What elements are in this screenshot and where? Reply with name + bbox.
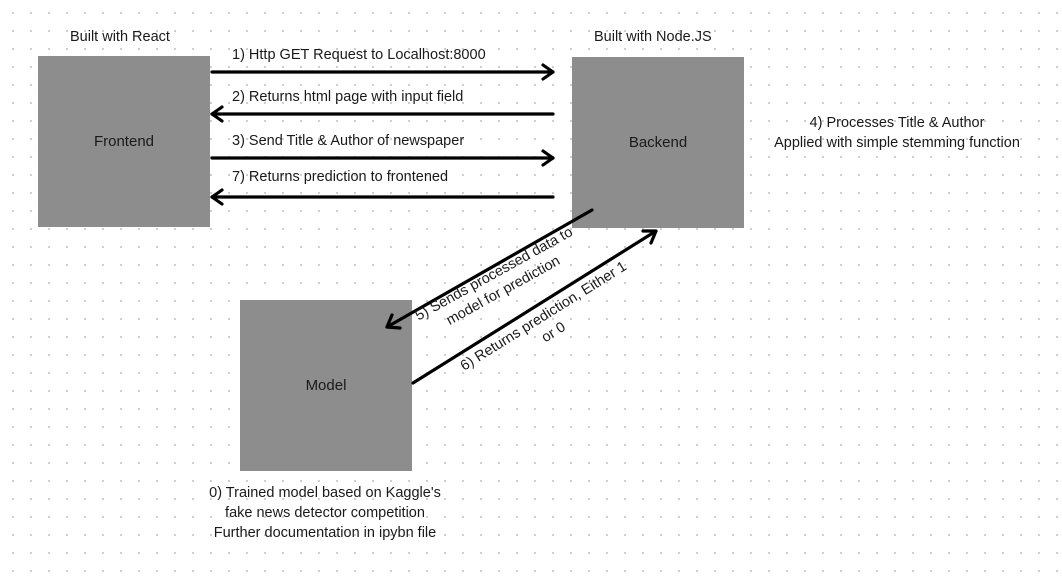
model-note-line2: fake news detector competition bbox=[225, 505, 425, 521]
model-note-line3: Further documentation in ipybn file bbox=[213, 525, 437, 541]
arrow-step3 bbox=[210, 149, 555, 167]
arrow-step7 bbox=[210, 188, 555, 206]
backend-label: Backend bbox=[628, 134, 688, 151]
backend-note: 4) Processes Title & Author Applied with… bbox=[756, 113, 1038, 153]
arrow-step2 bbox=[210, 105, 555, 123]
frontend-label: Frontend bbox=[93, 133, 155, 150]
backend-node: Backend bbox=[572, 57, 744, 228]
edge-label-step3: 3) Send Title & Author of newspaper bbox=[232, 133, 465, 149]
arrow-step1 bbox=[210, 63, 555, 81]
frontend-caption: Built with React bbox=[70, 29, 170, 45]
model-note: 0) Trained model based on Kaggle's fake … bbox=[190, 483, 460, 543]
model-note-line1: 0) Trained model based on Kaggle's bbox=[209, 485, 441, 501]
backend-note-line1: 4) Processes Title & Author bbox=[809, 115, 985, 131]
backend-note-line2: Applied with simple stemming function bbox=[774, 135, 1020, 151]
edge-label-step1: 1) Http GET Request to Localhost:8000 bbox=[232, 47, 486, 63]
edge-label-step2: 2) Returns html page with input field bbox=[232, 89, 464, 105]
model-node: Model bbox=[240, 300, 412, 471]
backend-caption: Built with Node.JS bbox=[594, 29, 712, 45]
model-label: Model bbox=[305, 377, 347, 394]
edge-label-step7: 7) Returns prediction to frontened bbox=[232, 169, 449, 185]
frontend-node: Frontend bbox=[38, 56, 210, 227]
